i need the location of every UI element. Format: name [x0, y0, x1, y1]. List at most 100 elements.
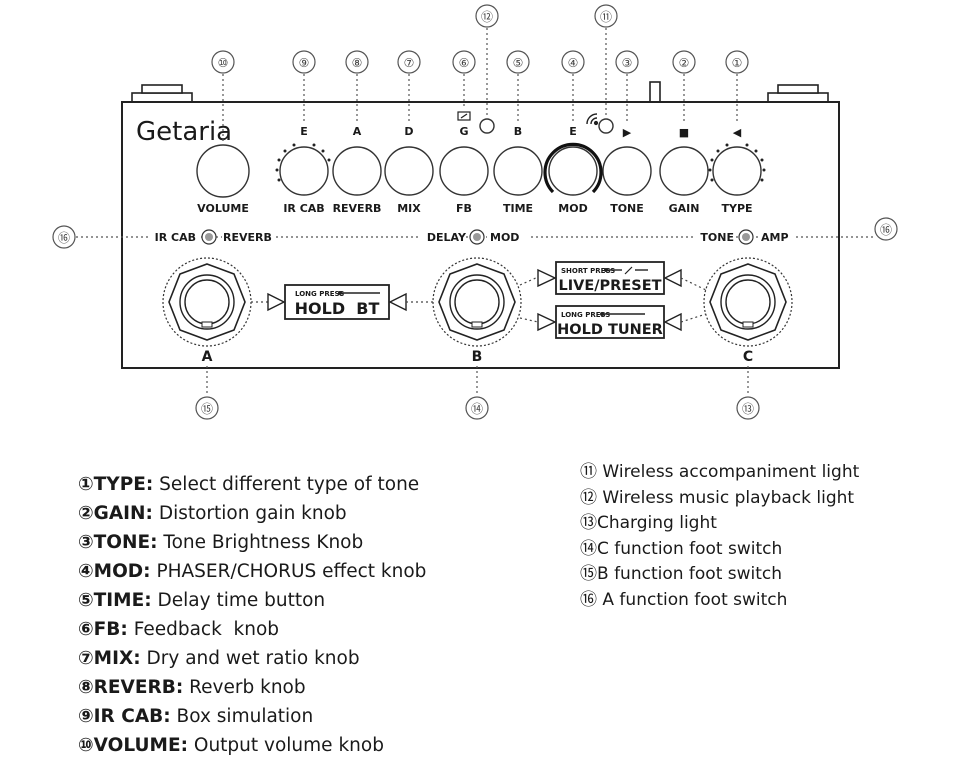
mod-knob[interactable]: [548, 146, 598, 196]
legend-item-13: ⑬Charging light: [580, 511, 859, 537]
gain-knob[interactable]: [659, 146, 709, 196]
callout-10: ⑩: [218, 56, 229, 70]
mod-knob-arc: [543, 142, 603, 194]
legend-item-15: ⑮B function foot switch: [580, 562, 859, 588]
legend-item-ir-cab: ⑨IR CAB: Box simulation: [78, 702, 426, 731]
legend-item-fb: ⑥FB: Feedback knob: [78, 615, 426, 644]
legend-item-mix: ⑦MIX: Dry and wet ratio knob: [78, 644, 426, 673]
legend-num: ⑥: [78, 619, 94, 640]
legend-num: ⑭: [580, 538, 597, 559]
legend-name: MIX:: [93, 648, 141, 669]
knob-top-tone: ▶: [623, 126, 632, 139]
hold-bt-small: LONG PRESS: [295, 290, 344, 298]
callout-12: ⑫: [481, 10, 493, 24]
playback-icon: [457, 111, 471, 121]
label-gain: GAIN: [669, 202, 700, 215]
callout-11: ⑪: [600, 10, 612, 24]
callout-16-right: ⑯: [880, 223, 892, 237]
callout-14: ⑭: [471, 402, 483, 416]
legend-desc: Charging light: [597, 513, 717, 533]
knob-top-type: ◀: [733, 126, 742, 139]
live-big: LIVE/PRESET: [559, 278, 662, 294]
legend-name: GAIN:: [93, 503, 153, 524]
knobs[interactable]: [196, 144, 762, 198]
label-fb: FB: [456, 202, 472, 215]
legend-desc: Wireless accompaniment light: [597, 462, 860, 482]
callout-5: ⑤: [513, 56, 524, 70]
legend-num: ⑧: [78, 677, 94, 698]
volume-knob[interactable]: [196, 144, 250, 198]
legend-item-mod: ④MOD: PHASER/CHORUS effect knob: [78, 557, 426, 586]
footswitch-c[interactable]: [703, 257, 793, 347]
footswitch-a[interactable]: [162, 257, 252, 347]
hold-bt-big: HOLD BT: [295, 299, 380, 318]
hold-bt-box: LONG PRESS HOLD BT: [251, 284, 433, 320]
legend-desc: Select different type of tone: [153, 474, 420, 495]
knob-top-gain: ■: [679, 126, 689, 139]
legend-desc: B function foot switch: [597, 564, 783, 584]
legend-name: IR CAB:: [93, 706, 171, 727]
callout-circle-16-left: [52, 225, 76, 249]
label-mix: MIX: [397, 202, 421, 215]
legend-num: ⑦: [78, 648, 94, 669]
type-knob[interactable]: [712, 146, 762, 196]
legend-item-12: ⑫ Wireless music playback light: [580, 486, 859, 512]
hold-tuner-box: LONG PRESS HOLD TUNER: [519, 305, 707, 339]
knob-top-fb: G: [459, 125, 468, 138]
callout-7: ⑦: [404, 56, 415, 70]
callout-circle-16-right: [874, 217, 898, 241]
legend-num: ⑨: [78, 706, 94, 727]
ind-c-right: AMP: [761, 231, 789, 244]
ind-c-left: TONE: [700, 231, 734, 244]
tuner-big: HOLD TUNER: [557, 322, 663, 338]
callout-15: ⑮: [201, 402, 213, 416]
knob-top-mix: D: [404, 125, 413, 138]
knob-top-irc: E: [300, 125, 308, 138]
label-mod: MOD: [558, 202, 587, 215]
legend-name: TONE:: [93, 532, 158, 553]
legend-item-gain: ②GAIN: Distortion gain knob: [78, 499, 426, 528]
brand-logo: Getaria: [136, 117, 232, 147]
footswitch-letters: A B C: [202, 349, 754, 365]
switch-indicator-leds: [201, 229, 754, 245]
switch-indicator-labels: IR CAB REVERB DELAY MOD TONE AMP: [150, 229, 794, 244]
legend-num: ⑮: [580, 564, 597, 584]
footswitch-b[interactable]: [432, 257, 522, 347]
ind-a-left: IR CAB: [155, 231, 196, 244]
wireless-accompaniment-light: [598, 118, 614, 134]
time-knob[interactable]: [493, 146, 543, 196]
right-jack-connector: [767, 84, 829, 103]
legend-desc: Distortion gain knob: [152, 503, 347, 524]
top-leader-lines: [222, 28, 738, 142]
legend-left: ①TYPE: Select different type of tone ②GA…: [78, 470, 426, 760]
legend-num: ①: [78, 474, 94, 495]
legend-name: TYPE:: [93, 474, 154, 495]
knob-top-labels: E A D G B E ▶ ■ ◀: [300, 125, 742, 139]
legend-item-11: ⑪ Wireless accompaniment light: [580, 460, 859, 486]
footswitch-letter-c: C: [743, 349, 753, 365]
type-scale-dots: [708, 143, 766, 182]
fb-knob[interactable]: [439, 146, 489, 196]
label-ir-cab: IR CAB: [283, 202, 324, 215]
tone-knob[interactable]: [602, 146, 652, 196]
mix-knob[interactable]: [384, 146, 434, 196]
callout-2: ②: [679, 56, 690, 70]
wireless-music-light: [479, 118, 495, 134]
callout-13: ⑬: [742, 402, 754, 416]
legend-desc: Dry and wet ratio knob: [140, 648, 360, 669]
legend-name: VOLUME:: [93, 735, 188, 756]
live-small: SHORT PRESS: [561, 267, 615, 275]
callout-6: ⑥: [459, 56, 470, 70]
ir-cab-knob[interactable]: [279, 146, 329, 196]
legend-item-volume: ⑩VOLUME: Output volume knob: [78, 731, 426, 760]
reverb-knob[interactable]: [332, 146, 382, 196]
legend-item-14: ⑭C function foot switch: [580, 537, 859, 563]
legend-num: ⑯: [580, 589, 597, 610]
legend-num: ⑪: [580, 462, 597, 482]
legend-num: ②: [78, 503, 94, 524]
legend-num: ④: [78, 561, 94, 582]
tuner-small: LONG PRESS: [561, 311, 610, 319]
legend-desc: Reverb knob: [183, 677, 306, 698]
ind-b-right: MOD: [490, 231, 519, 244]
antenna: [649, 81, 661, 103]
